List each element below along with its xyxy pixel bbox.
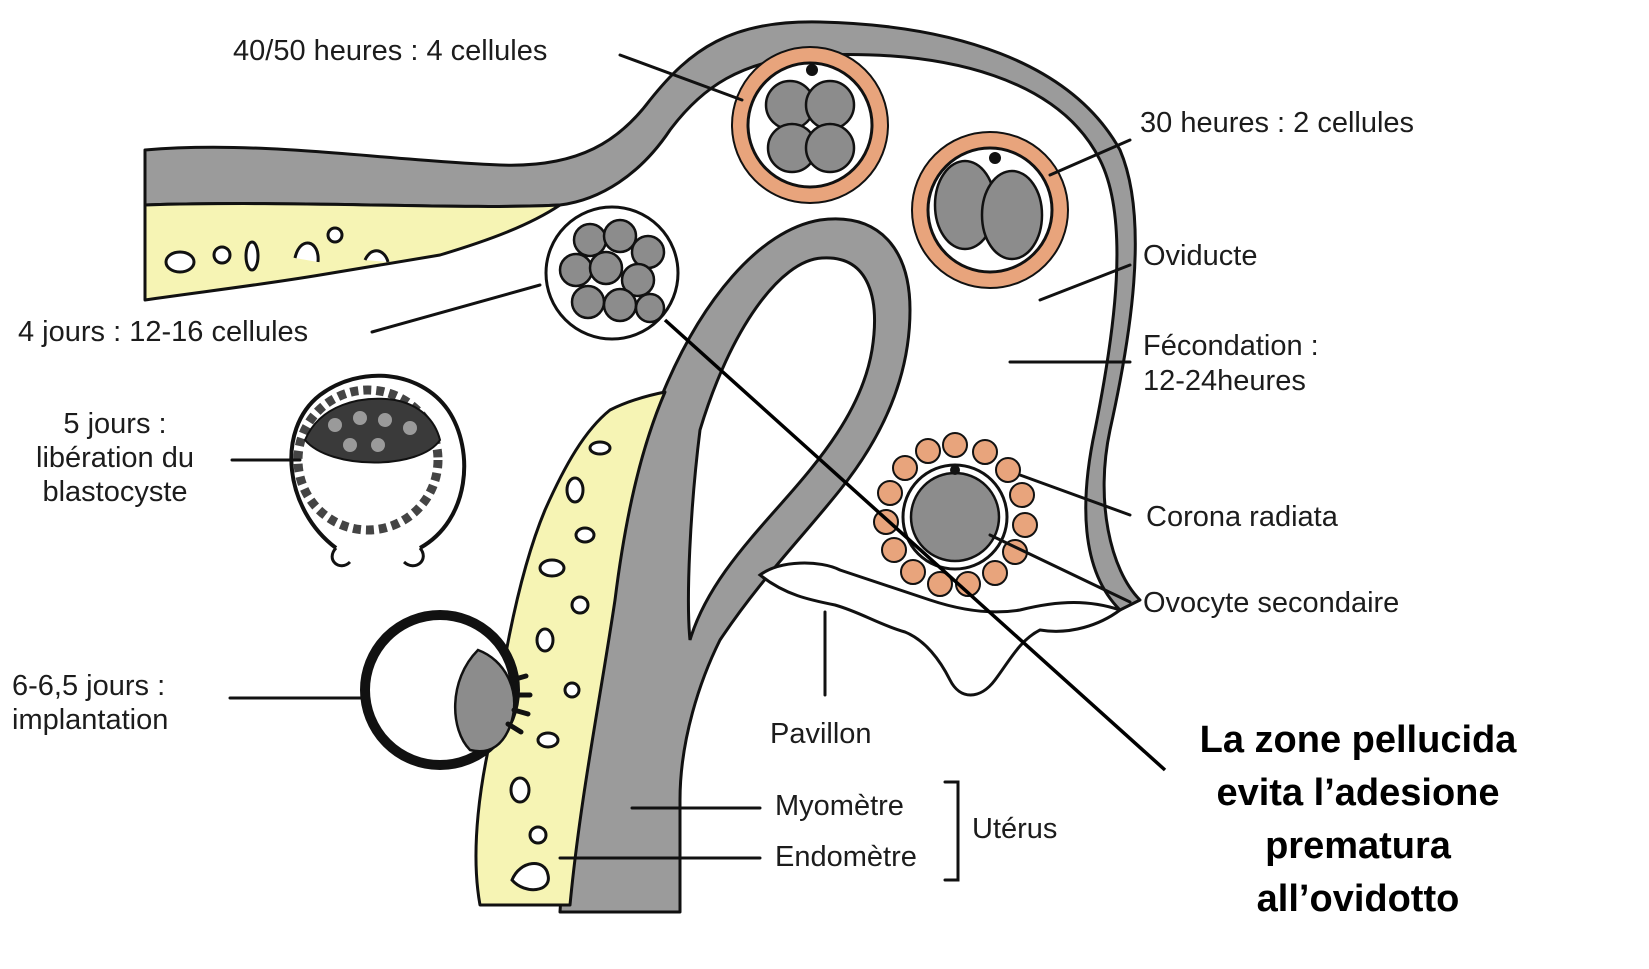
gland xyxy=(246,242,258,270)
morula xyxy=(546,207,678,339)
blastomere xyxy=(806,124,854,172)
note-line-1: La zone pellucida xyxy=(1200,719,1518,761)
gland xyxy=(540,560,564,576)
label-two-cells: 30 heures : 2 cellules xyxy=(1140,107,1414,139)
gland xyxy=(166,252,194,272)
blastomere xyxy=(560,254,592,286)
label-blastocyst-1: 5 jours : xyxy=(63,408,166,440)
gland xyxy=(572,597,588,613)
label-morula: 4 jours : 12-16 cellules xyxy=(18,316,308,348)
corona-cell xyxy=(1010,483,1034,507)
icm-cell xyxy=(343,438,357,452)
corona-cell xyxy=(882,538,906,562)
corona-cell xyxy=(1013,513,1037,537)
gland xyxy=(567,478,583,502)
gland xyxy=(576,528,594,542)
polar-body xyxy=(989,152,1001,164)
label-implantation-2: implantation xyxy=(12,704,168,736)
icm-cell xyxy=(353,411,367,425)
corona-cell xyxy=(916,439,940,463)
label-oviducte: Oviducte xyxy=(1143,240,1257,272)
gland xyxy=(511,778,529,802)
polar-body xyxy=(950,465,960,475)
corona-cell xyxy=(983,561,1007,585)
gland xyxy=(328,228,342,242)
leader-corona xyxy=(1020,475,1130,515)
zona-pellucida xyxy=(748,63,872,187)
label-blastocyst-3: blastocyste xyxy=(42,476,187,508)
endometrium-upper xyxy=(145,204,560,300)
label-ovocyte: Ovocyte secondaire xyxy=(1143,587,1399,619)
icm-cell xyxy=(371,438,385,452)
blastomere xyxy=(806,81,854,129)
corona-cell xyxy=(878,481,902,505)
corona-cell xyxy=(973,440,997,464)
gland xyxy=(565,683,579,697)
blastomere xyxy=(604,220,636,252)
icm-cell xyxy=(328,418,342,432)
label-pavillon: Pavillon xyxy=(770,718,872,750)
corona-cell xyxy=(996,458,1020,482)
blastomere xyxy=(604,289,636,321)
corona-cell xyxy=(901,560,925,584)
blastomere xyxy=(636,294,664,322)
label-four-cells: 40/50 heures : 4 cellules xyxy=(233,35,547,67)
four-cell-embryo xyxy=(732,47,888,203)
polar-body xyxy=(806,64,818,76)
note-line-4: all’ovidotto xyxy=(1257,878,1460,920)
label-corona: Corona radiata xyxy=(1146,501,1339,533)
note-line-3: prematura xyxy=(1265,825,1452,867)
gland xyxy=(538,733,558,747)
gland xyxy=(214,247,230,263)
note-line-2: evita l’adesione xyxy=(1216,772,1499,814)
corona-cell xyxy=(893,456,917,480)
blastomere xyxy=(590,252,622,284)
ovocyte xyxy=(874,433,1037,596)
label-uterus: Utérus xyxy=(972,813,1057,845)
label-fecondation-1: Fécondation : xyxy=(1143,330,1319,362)
two-cell-embryo xyxy=(912,132,1068,288)
oocyte-cytoplasm xyxy=(911,473,999,561)
label-fecondation-2: 12-24heures xyxy=(1143,365,1306,397)
blastomere xyxy=(982,171,1042,259)
corona-cell xyxy=(943,433,967,457)
gland xyxy=(590,442,610,454)
gland xyxy=(530,827,546,843)
blastocyst xyxy=(291,376,464,566)
blastomere xyxy=(572,286,604,318)
label-endometre: Endomètre xyxy=(775,841,917,873)
icm-cell xyxy=(378,413,392,427)
gland xyxy=(537,629,553,651)
label-blastocyst-2: libération du xyxy=(36,442,194,474)
label-implantation-1: 6-6,5 jours : xyxy=(12,670,165,702)
icm-cell xyxy=(403,421,417,435)
uterus-bracket xyxy=(945,782,958,880)
zona-opening xyxy=(332,548,423,566)
label-myometre: Myomètre xyxy=(775,790,904,822)
blastomere xyxy=(574,224,606,256)
leader-morula xyxy=(372,285,540,332)
